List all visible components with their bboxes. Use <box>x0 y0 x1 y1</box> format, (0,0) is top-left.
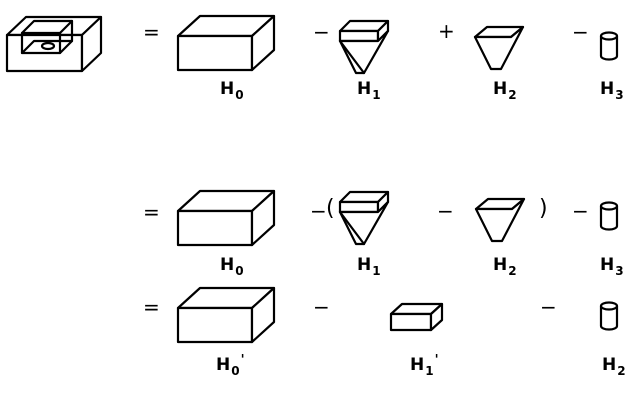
minus-sign-row3-b: − <box>540 295 557 319</box>
label-h0-row2: H0 <box>220 255 244 278</box>
label-h2-row3: H2 <box>602 355 626 378</box>
equals-sign-row2: = <box>143 200 160 224</box>
left-paren-row2: ( <box>326 196 335 221</box>
minus-sign-row2-b: − <box>437 199 454 223</box>
label-h2-row2: H2 <box>493 255 517 278</box>
cone-h2-row1 <box>473 25 525 71</box>
label-h0-prime-row3: H0' <box>216 353 245 378</box>
box-h0-row2 <box>176 189 276 247</box>
box-h0-row1 <box>176 14 276 72</box>
label-h3-row1: H3 <box>600 79 624 102</box>
cylinder-h3-row2 <box>599 201 619 231</box>
cylinder-h2-row3 <box>599 301 619 331</box>
box-h0-prime-row3 <box>176 286 276 344</box>
cone-h2-row2 <box>474 197 526 243</box>
cone-with-cap-h1-row1 <box>338 19 390 75</box>
flat-box-h1-prime-row3 <box>389 302 444 332</box>
slotted-part-shape <box>5 15 103 73</box>
cone-with-cap-h1-row2 <box>338 190 390 246</box>
plus-sign-row1: + <box>438 19 455 43</box>
label-h1-row2: H1 <box>357 255 381 278</box>
minus-sign-row1-b: − <box>572 20 589 44</box>
minus-sign-row2-a: − <box>310 199 327 223</box>
equals-sign-row1: = <box>143 20 160 44</box>
minus-sign-row2-c: − <box>572 199 589 223</box>
minus-sign-row1-a: − <box>313 20 330 44</box>
label-h0-row1: H0 <box>220 79 244 102</box>
right-paren-row2: ) <box>539 196 548 221</box>
label-h2-row1: H2 <box>493 79 517 102</box>
minus-sign-row3-a: − <box>313 295 330 319</box>
label-h1-prime-row3: H1' <box>410 353 439 378</box>
equals-sign-row3: = <box>143 295 160 319</box>
label-h1-row1: H1 <box>357 79 381 102</box>
cylinder-h3-row1 <box>599 31 619 61</box>
label-h3-row2: H3 <box>600 255 624 278</box>
